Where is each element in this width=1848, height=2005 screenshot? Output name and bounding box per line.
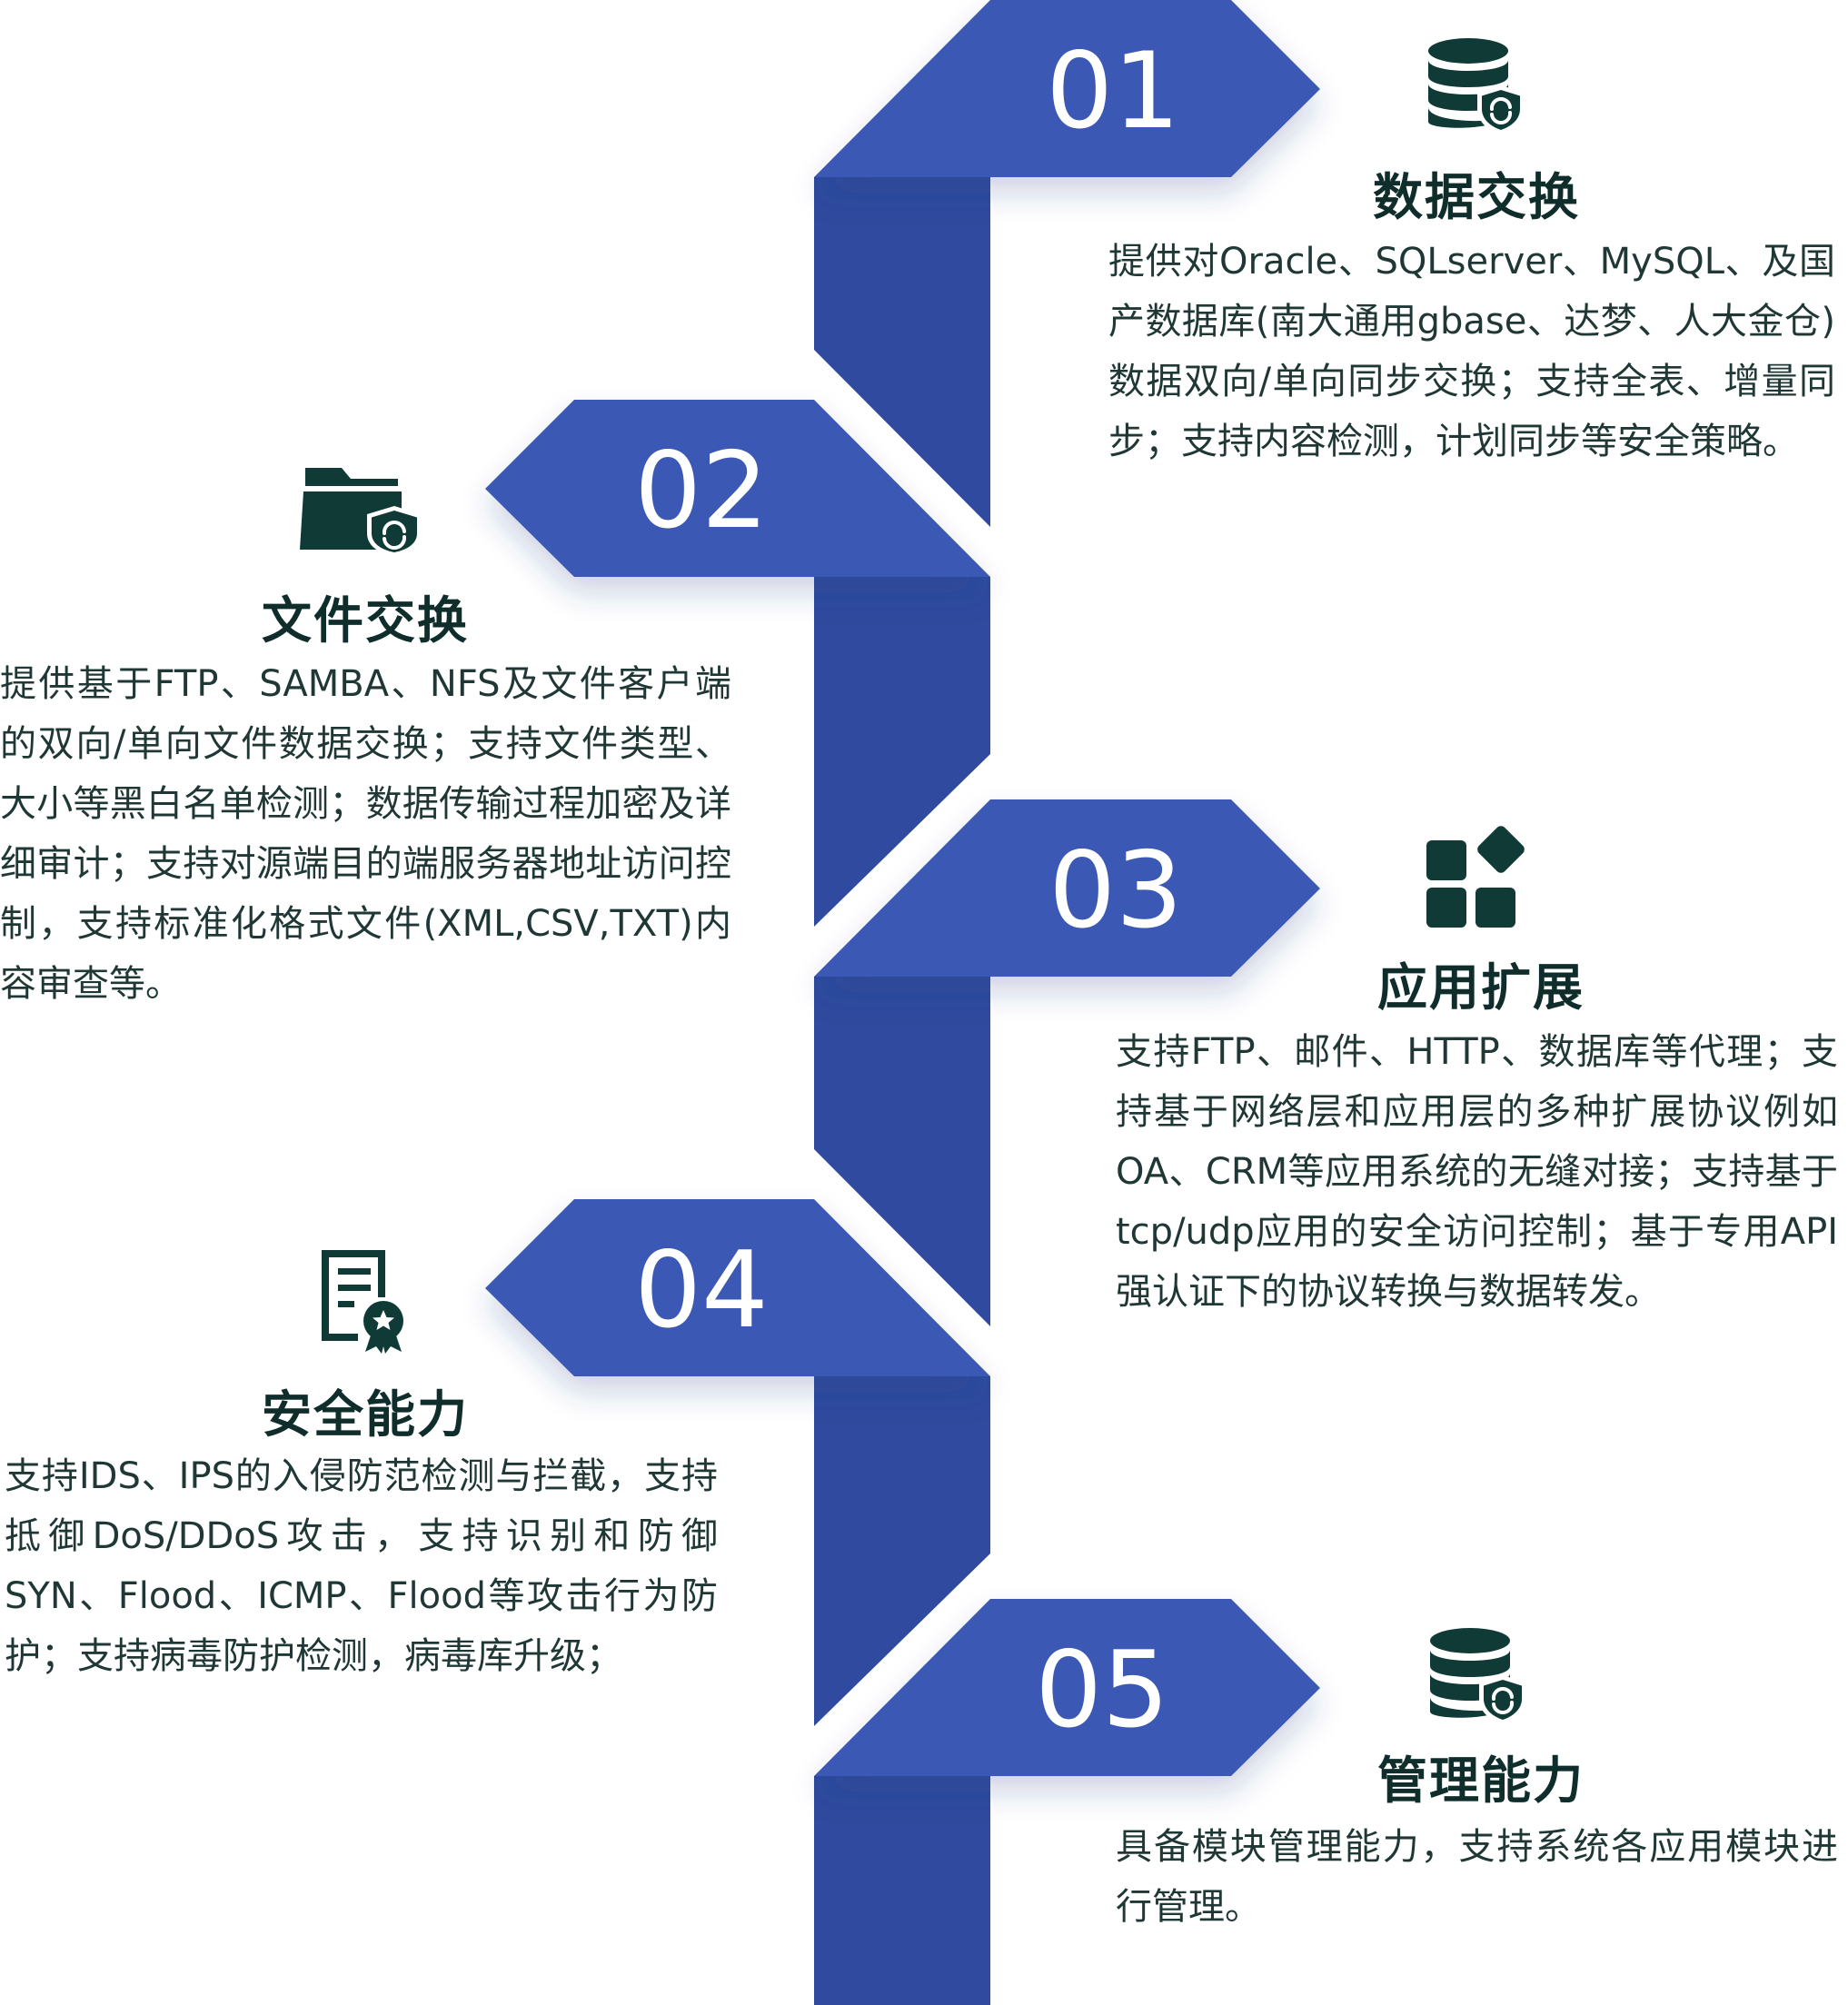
ribbon-segment-5: [814, 1776, 990, 2005]
folder-shield-icon: [300, 468, 422, 557]
ribbon-segment-4: [814, 1376, 990, 1726]
step-title-04: 安全能力: [261, 1385, 469, 1444]
step-number-01: 01: [1046, 30, 1180, 153]
step-title-02: 文件交换: [261, 591, 469, 650]
step-desc-03: 支持FTP、邮件、HTTP、数据库等代理；支持基于网络层和应用层的多种扩展协议例…: [1116, 1031, 1838, 1313]
step-number-02: 02: [634, 430, 769, 552]
database-shield-icon: [1428, 38, 1525, 134]
step-title-05: 管理能力: [1376, 1752, 1585, 1810]
step-number-03: 03: [1048, 829, 1183, 952]
step-title-01: 数据交换: [1372, 168, 1580, 226]
certificate-icon: [322, 1250, 403, 1354]
step-arrow-01: 01: [814, 0, 1320, 177]
step-desc-04: 支持IDS、IPS的入侵防范检测与拦截，支持抵御DoS/DDoS攻击，支持识别和…: [5, 1455, 718, 1677]
ribbon-segment-2: [814, 577, 990, 927]
step-desc-01: 提供对Oracle、SQLserver、MySQL、及国产数据库(南大通用gba…: [1108, 241, 1835, 462]
step-arrow-02: 02: [485, 400, 990, 577]
ribbon-segment-1: [814, 177, 990, 527]
app-grid-icon: [1426, 826, 1525, 928]
step-title-03: 应用扩展: [1376, 958, 1585, 1017]
step-number-05: 05: [1035, 1629, 1169, 1752]
step-desc-05: 具备模块管理能力，支持系统各应用模块进行管理。: [1116, 1826, 1838, 1928]
step-arrow-05: 05: [814, 1599, 1320, 1776]
step-desc-02: 提供基于FTP、SAMBA、NFS及文件客户端的双向/单向文件数据交换；支持文件…: [0, 663, 731, 1005]
step-number-04: 04: [634, 1229, 769, 1352]
step-arrow-03: 03: [814, 799, 1320, 977]
step-arrow-04: 04: [485, 1199, 990, 1376]
database-shield-icon: [1430, 1628, 1526, 1724]
ribbon-segment-3: [814, 977, 990, 1326]
